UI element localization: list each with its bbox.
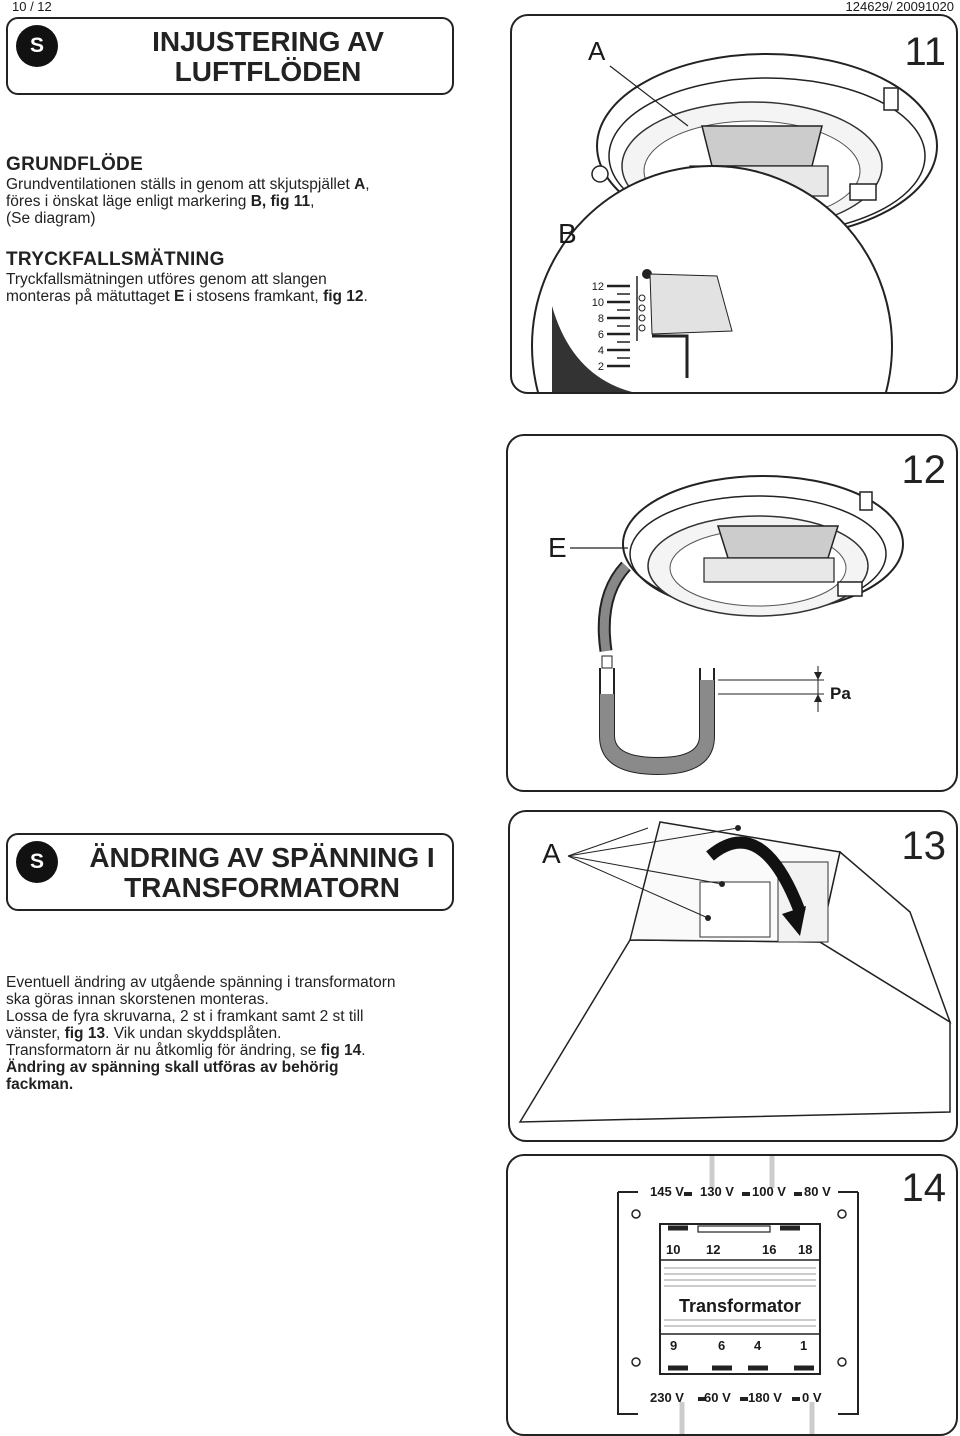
text-line: (Se diagram) (6, 210, 96, 227)
figure-13: 13 A (508, 810, 958, 1142)
label-a: A (542, 838, 561, 869)
language-badge: S (16, 841, 58, 883)
text-span: monteras på mätuttaget (6, 288, 175, 305)
section-title: INJUSTERING AV LUFTFLÖDEN (118, 27, 418, 87)
figure-number: 13 (901, 824, 947, 868)
text-span: Grundventilationen ställs in genom att s… (6, 176, 355, 193)
voltage-180: 180 V (748, 1390, 782, 1405)
text-span: föres i önskat läge enligt markering (6, 193, 251, 210)
text-bold: fig 14 (320, 1042, 362, 1059)
text-span: vänster, (6, 1025, 65, 1042)
section-title-line1: ÄNDRING AV SPÄNNING I (89, 842, 435, 873)
scale-label: 4 (597, 345, 604, 357)
figure-number: 14 (901, 1166, 947, 1210)
tryckfall-text: Tryckfallsmätningen utföres genom att sl… (6, 271, 476, 305)
terminal-1: 1 (800, 1338, 808, 1353)
text-bold: B, fig 11 (250, 193, 311, 210)
text-span: . (363, 288, 368, 305)
grundflode-text: Grundventilationen ställs in genom att s… (6, 176, 476, 227)
figure-12: 12 E Pa (506, 434, 958, 792)
section-title-line1: INJUSTERING AV (152, 26, 384, 57)
text-line: Tryckfallsmätningen utföres genom att sl… (6, 271, 327, 288)
scale-label: 10 (591, 297, 604, 309)
text-line: Lossa de fyra skruvarna, 2 st i framkant… (6, 1008, 364, 1025)
terminal-4: 4 (754, 1338, 762, 1353)
text-line: ska göras innan skorstenen monteras. (6, 991, 269, 1008)
page-number: 10 / 12 (12, 0, 52, 14)
transformer-label: Transformator (678, 1296, 802, 1316)
scale-label: 8 (597, 313, 604, 325)
tryckfall-section: TRYCKFALLSMÄTNING Tryckfallsmätningen ut… (6, 249, 476, 305)
fig14-drawing (617, 1156, 859, 1434)
scale-label: 2 (597, 361, 604, 373)
text-bold: E (174, 288, 185, 305)
fig11-drawing (531, 53, 938, 392)
section-title-line2: LUFTFLÖDEN (174, 56, 362, 87)
voltage-145: 145 V (650, 1184, 684, 1199)
text-bold: Ändring av spänning skall utföras av beh… (6, 1059, 339, 1076)
text-bold: fackman. (6, 1076, 74, 1093)
grundflode-section: GRUNDFLÖDE Grundventilationen ställs in … (6, 154, 476, 227)
text-bold: fig 13 (64, 1025, 106, 1042)
scale-label: 12 (591, 281, 604, 293)
text-span: , (310, 193, 315, 210)
voltage-60: 60 V (704, 1390, 731, 1405)
section-title-line2: TRANSFORMATORN (124, 872, 400, 903)
text-bold: fig 12 (323, 288, 364, 305)
text-bold: A (354, 176, 366, 193)
section-title-box-2: S ÄNDRING AV SPÄNNING I TRANSFORMATORN (6, 833, 454, 911)
fig12-drawing (570, 475, 904, 776)
voltage-230: 230 V (650, 1390, 684, 1405)
label-e: E (548, 532, 567, 563)
terminal-18: 18 (798, 1242, 813, 1257)
section-title-box: S INJUSTERING AV LUFTFLÖDEN (6, 17, 454, 95)
text-span: Transformatorn är nu åtkomlig för ändrin… (6, 1042, 321, 1059)
label-a: A (588, 36, 606, 66)
terminal-12: 12 (706, 1242, 721, 1257)
terminal-10: 10 (666, 1242, 681, 1257)
terminal-6: 6 (718, 1338, 726, 1353)
document-id: 124629/ 20091020 (845, 0, 954, 14)
terminal-16: 16 (762, 1242, 777, 1257)
terminal-9: 9 (670, 1338, 678, 1353)
text-span: , (365, 176, 370, 193)
text-line: Eventuell ändring av utgående spänning i… (6, 974, 396, 991)
andring-text: Eventuell ändring av utgående spänning i… (6, 974, 476, 1093)
voltage-130: 130 V (700, 1184, 734, 1199)
voltage-80: 80 V (804, 1184, 831, 1199)
language-badge: S (16, 25, 58, 67)
grundflode-heading: GRUNDFLÖDE (6, 154, 144, 175)
figure-11: 11 A B 12 10 8 6 4 2 (510, 14, 958, 394)
text-span: i stosens framkant, (184, 288, 324, 305)
text-span: . (361, 1042, 366, 1059)
section-title: ÄNDRING AV SPÄNNING I TRANSFORMATORN (74, 843, 450, 903)
fig13-drawing (518, 821, 952, 1123)
tryckfall-heading: TRYCKFALLSMÄTNING (6, 249, 225, 270)
figure-number: 12 (901, 448, 947, 492)
scale-labels: 12 10 8 6 4 2 (586, 279, 604, 375)
label-pa: Pa (830, 684, 851, 703)
voltage-100: 100 V (752, 1184, 786, 1199)
figure-14: 14 145 V 130 V 100 V 80 V 10 12 16 18 Tr… (506, 1154, 958, 1436)
label-b: B (558, 218, 577, 249)
figure-number: 11 (904, 30, 946, 74)
scale-label: 6 (597, 329, 604, 341)
text-span: . Vik undan skyddsplåten. (105, 1025, 282, 1042)
voltage-0: 0 V (802, 1390, 822, 1405)
